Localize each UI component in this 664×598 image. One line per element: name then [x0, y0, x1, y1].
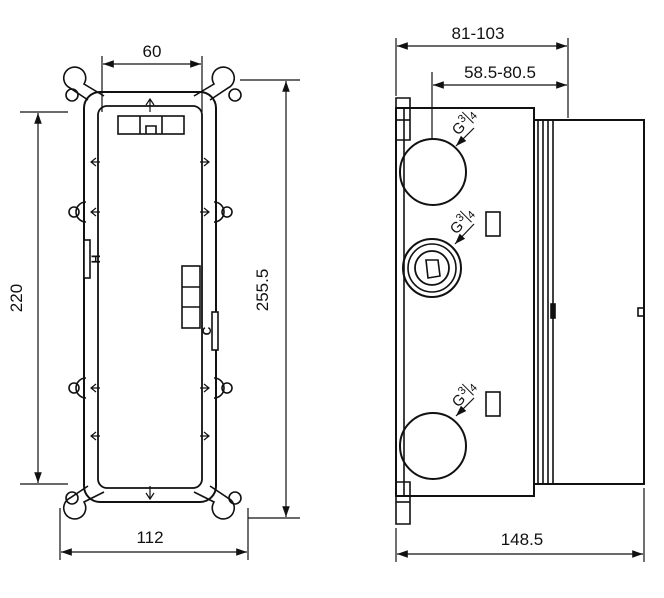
- side-dimensions: [395, 38, 645, 562]
- front-frame-outer: [83, 91, 217, 503]
- side-lug-right-upper: [213, 201, 233, 223]
- dim-label-bottom: 112: [136, 528, 163, 547]
- dim-label-left: 220: [7, 284, 26, 312]
- dim-label-top: 60: [143, 42, 162, 61]
- side-port-upper: [399, 138, 467, 206]
- port-tab-cold: [211, 311, 219, 351]
- side-sleeve: [533, 119, 645, 485]
- side-tab-upper: [485, 211, 501, 237]
- side-tab-lower: [485, 391, 501, 417]
- port-label-cold: C: [200, 326, 214, 335]
- thread-leaders: [454, 127, 475, 417]
- thread-callout-upper: G 3 4: [449, 110, 480, 139]
- front-frame-inner: [97, 105, 203, 489]
- thread-callout-middle: G 3 4: [447, 209, 478, 238]
- dim-label-depth-range: 81-103: [452, 24, 505, 43]
- top-bracket: [117, 115, 185, 135]
- side-lug-left-upper: [68, 201, 87, 223]
- svg-text:4: 4: [465, 209, 478, 222]
- dim-label-total: 148.5: [501, 530, 544, 549]
- side-lug-right-lower: [213, 377, 233, 399]
- dim-label-inner-range: 58.5-80.5: [464, 63, 536, 82]
- center-valve-bracket: [181, 265, 201, 329]
- mounting-ear-bottom-right: [193, 485, 242, 520]
- mounting-ear-top-right: [193, 66, 242, 102]
- svg-text:4: 4: [467, 110, 480, 123]
- port-label-hot: H: [89, 255, 103, 264]
- side-lug-left-lower: [68, 377, 87, 399]
- frame-marker-arrows: [90, 97, 210, 501]
- front-dimensions: [20, 56, 300, 560]
- mounting-ear-bottom-left: [62, 485, 105, 520]
- front-view: [62, 66, 242, 520]
- side-flange-top: [395, 97, 411, 141]
- side-port-middle: [402, 238, 462, 298]
- svg-text:4: 4: [467, 382, 480, 395]
- side-port-lower: [399, 412, 467, 480]
- side-view: [395, 97, 645, 525]
- mounting-ear-top-left: [62, 66, 105, 102]
- thread-callout-lower: G 3 4: [449, 382, 480, 411]
- side-flange-bottom: [395, 481, 411, 525]
- dim-label-right: 255.5: [253, 269, 272, 312]
- port-tab-hot: [83, 239, 91, 279]
